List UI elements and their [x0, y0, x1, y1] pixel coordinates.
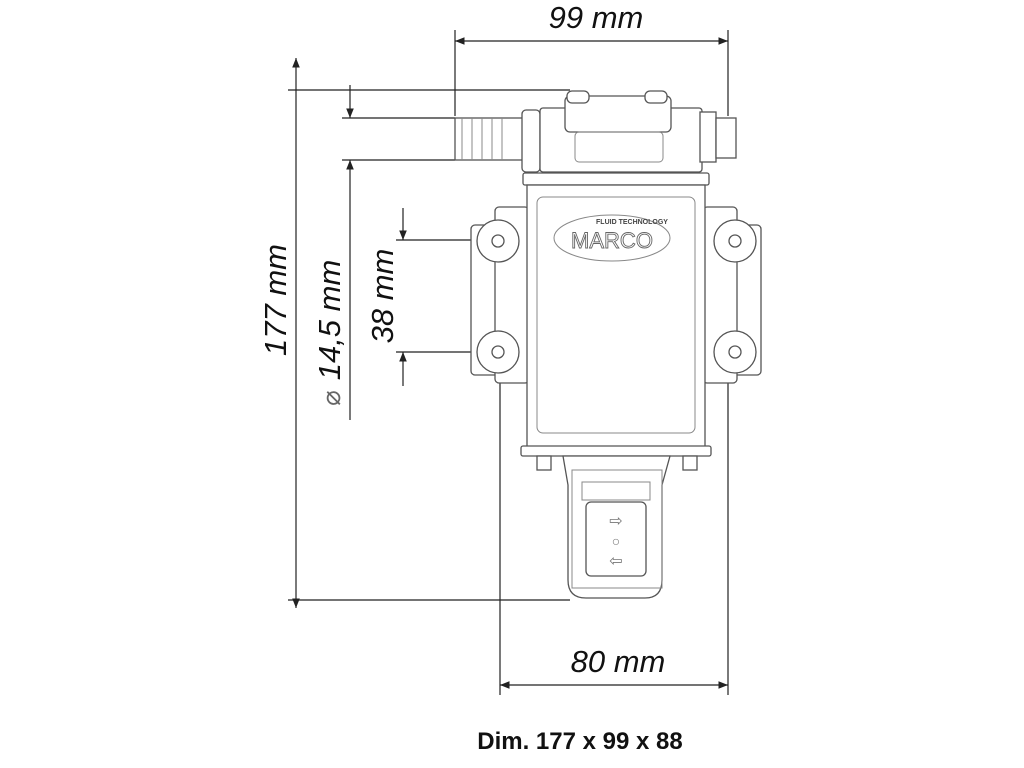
dimension-label-80: 80 mm [571, 644, 666, 679]
dimension-label-14-5: 14,5 mm [312, 260, 347, 381]
mount-left [470, 206, 530, 384]
dimension-label-177: 177 mm [258, 244, 293, 356]
dimension-hose-diameter: 14,5 mm ⌀ [312, 85, 455, 420]
logo-brand: MARCO [571, 228, 653, 253]
pump-head [454, 90, 737, 186]
dimension-80mm: 80 mm [499, 365, 729, 695]
dimension-label-38: 38 mm [365, 249, 400, 344]
switch-housing: ⇨ ○ ⇦ [536, 455, 698, 599]
dimension-label-99: 99 mm [549, 0, 644, 35]
rocker-switch[interactable] [585, 501, 647, 577]
dimensions-caption: Dim. 177 x 99 x 88 [477, 728, 683, 755]
logo-tagline: FLUID TECHNOLOGY [596, 219, 668, 226]
diameter-symbol: ⌀ [316, 390, 346, 406]
mount-right [702, 206, 762, 384]
marco-logo [553, 214, 671, 262]
off-circle-icon: ○ [612, 533, 620, 549]
dimension-99mm: 99 mm [454, 0, 729, 116]
reverse-arrow-icon: ⇦ [609, 553, 622, 570]
dimension-177mm: 177 mm [258, 57, 570, 608]
hex-nut [521, 109, 541, 173]
motor-body: MARCO FLUID TECHNOLOGY [520, 184, 712, 457]
forward-arrow-icon: ⇨ [609, 513, 622, 530]
